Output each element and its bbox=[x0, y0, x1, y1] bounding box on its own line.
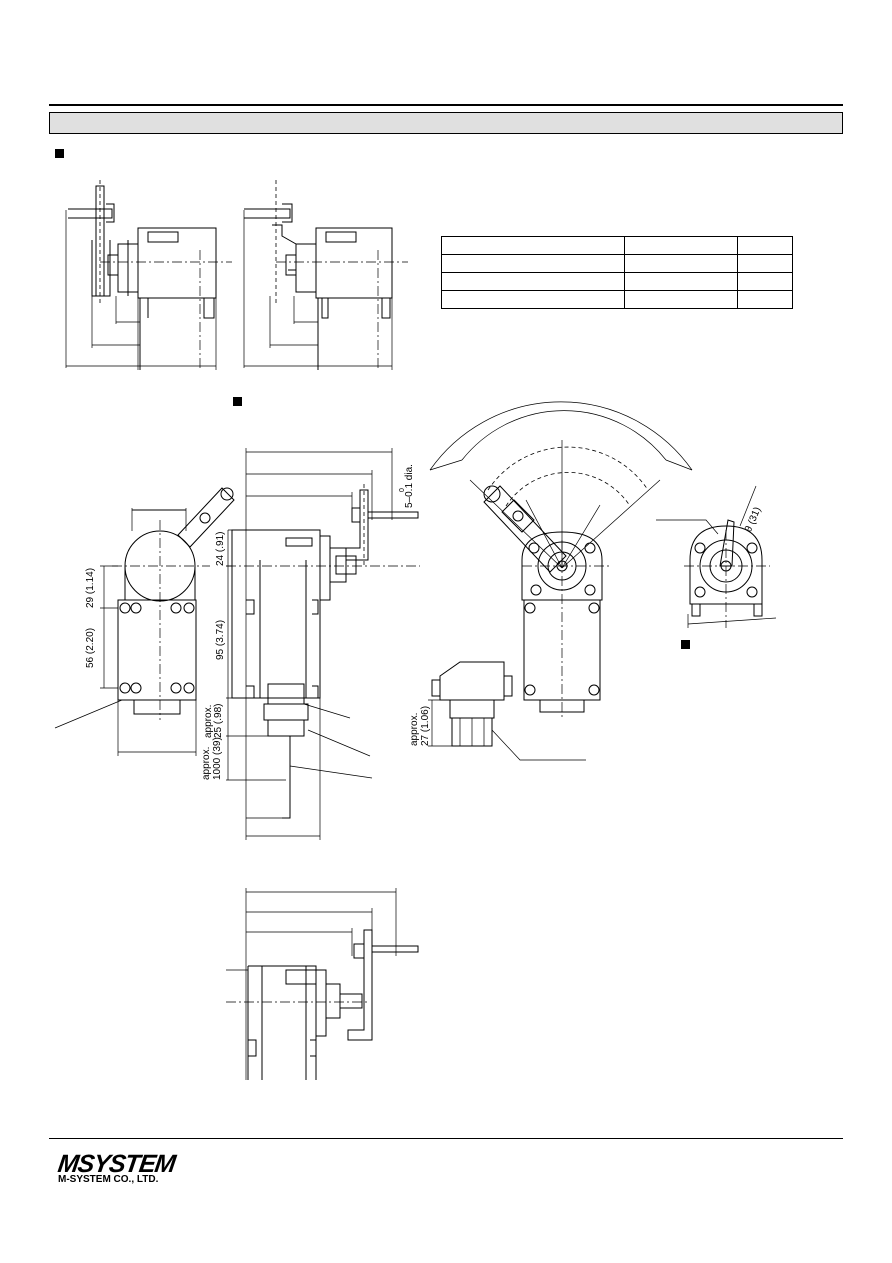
header-rule bbox=[49, 104, 843, 106]
spec-table bbox=[441, 236, 793, 309]
section-title-bar bbox=[49, 112, 843, 134]
bullet-marker-2 bbox=[233, 397, 242, 406]
bullet-marker-1 bbox=[55, 149, 64, 158]
table-row bbox=[441, 290, 793, 309]
company-name: M-SYSTEM CO., LTD. bbox=[58, 1174, 159, 1185]
footer-rule bbox=[49, 1138, 843, 1139]
bullet-marker-3 bbox=[681, 640, 690, 649]
table-row bbox=[441, 254, 793, 273]
